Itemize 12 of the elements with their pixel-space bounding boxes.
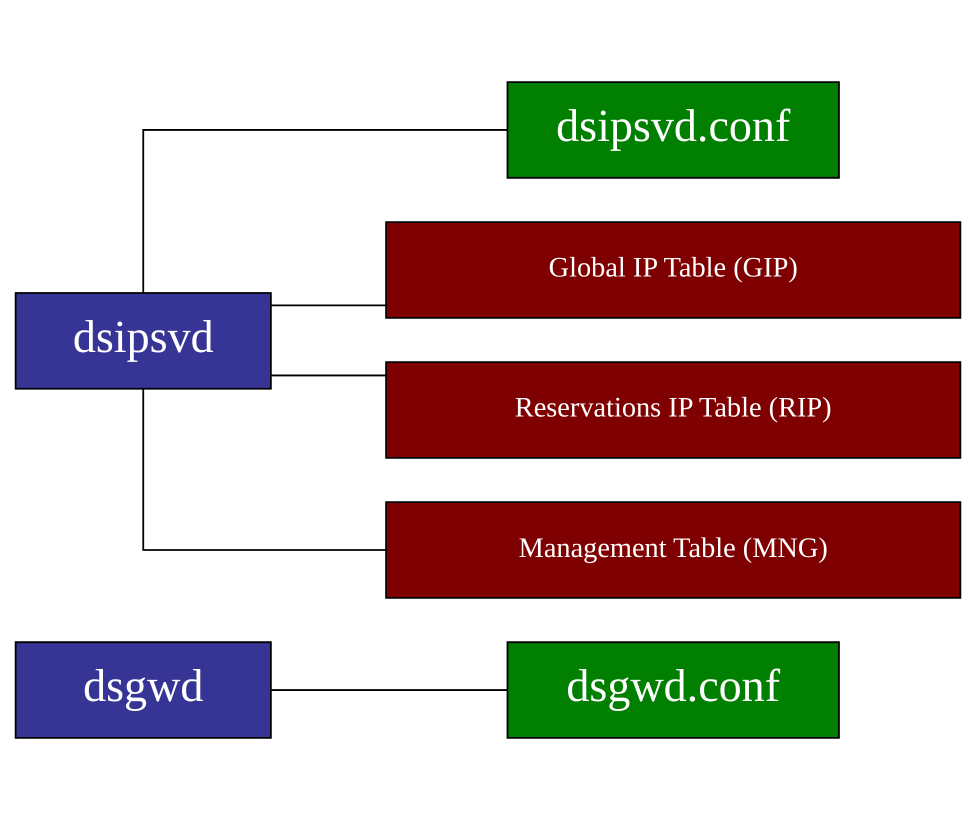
- connector: [142, 388, 386, 551]
- node-box: Management Table (MNG): [385, 501, 962, 599]
- connector: [272, 374, 386, 376]
- node-box: Reservations IP Table (RIP): [385, 361, 962, 459]
- node-box: dsipsvd: [14, 292, 272, 390]
- connector: [272, 304, 386, 306]
- node-box: dsgwd: [14, 641, 272, 739]
- node-box: Global IP Table (GIP): [385, 221, 962, 319]
- connector: [272, 689, 508, 691]
- node-box: dsgwd.conf: [506, 641, 840, 739]
- node-box: dsipsvd.conf: [506, 81, 840, 179]
- connector: [142, 129, 507, 294]
